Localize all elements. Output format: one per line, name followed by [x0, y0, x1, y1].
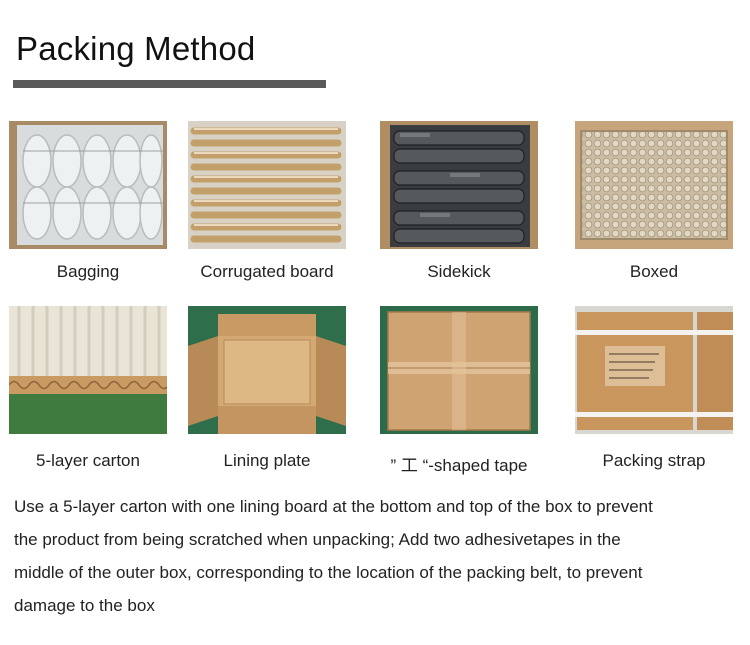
description-line: damage to the box: [14, 596, 155, 615]
lining-plate-photo: [188, 306, 346, 434]
packing-label: Corrugated board: [200, 262, 334, 281]
packing-description: Use a 5-layer carton with one lining boa…: [14, 490, 736, 622]
packing-label: 5-layer carton: [36, 451, 140, 470]
packing-label: Lining plate: [223, 451, 311, 470]
packing-label: Sidekick: [427, 262, 491, 281]
packing-label: Packing strap: [602, 451, 706, 470]
packing-label: Bagging: [56, 262, 120, 281]
description-line: Use a 5-layer carton with one lining boa…: [14, 497, 653, 516]
description-line: middle of the outer box, corresponding t…: [14, 563, 643, 582]
corrugated-board-photo: [188, 121, 346, 249]
packing-strap-photo: [575, 306, 733, 434]
description-line: the product from being scratched when un…: [14, 530, 621, 549]
title-underline: [13, 80, 326, 88]
five-layer-carton-photo: [9, 306, 167, 434]
boxed-photo: [575, 121, 733, 249]
packing-label: Boxed: [629, 262, 679, 281]
shaped-tape-photo: [380, 306, 538, 434]
packing-label: ” 工 “-shaped tape: [390, 456, 528, 475]
bagging-photo: [9, 121, 167, 249]
sidekick-photo: [380, 121, 538, 249]
page-title: Packing Method: [16, 30, 256, 67]
